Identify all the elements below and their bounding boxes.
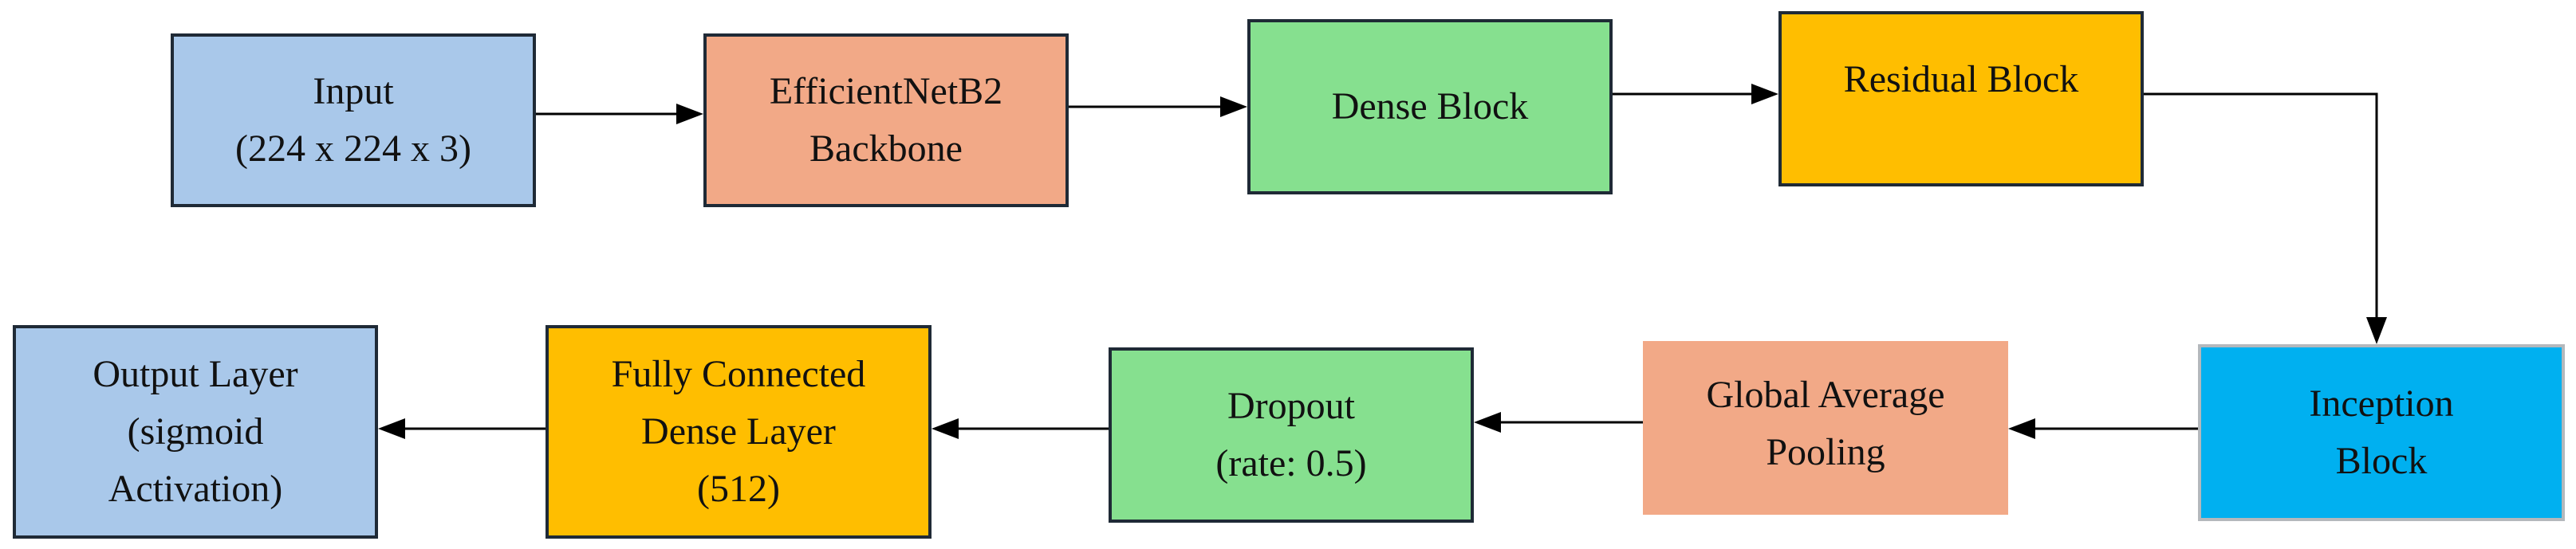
- arrow-inception-to-global-average-pooling: [2008, 418, 2198, 439]
- node-gap-line-1: Global Average: [1706, 374, 1945, 416]
- arrow-fully-connected-to-output: [378, 418, 546, 439]
- node-dropout-line-2: (rate: 0.5): [1215, 442, 1367, 484]
- node-input-line-2: (224 x 224 x 3): [235, 127, 471, 170]
- node-output-line-2: (sigmoid: [127, 410, 264, 453]
- node-output-layer: Output Layer (sigmoid Activation): [13, 325, 378, 539]
- node-global-average-pooling-label: Global Average Pooling: [1707, 367, 1945, 481]
- arrow-dropout-to-fully-connected: [932, 418, 1109, 439]
- arrow-global-average-pooling-to-dropout: [1474, 412, 1643, 433]
- node-inception-line-1: Inception: [2309, 382, 2454, 425]
- node-global-average-pooling: Global Average Pooling: [1643, 341, 2008, 515]
- node-dense-block-label: Dense Block: [1332, 78, 1529, 135]
- node-output-line-1: Output Layer: [93, 353, 298, 395]
- node-residual-line-1: Residual Block: [1843, 58, 2079, 100]
- node-dropout-line-1: Dropout: [1227, 385, 1355, 427]
- node-inception-block-label: Inception Block: [2309, 375, 2453, 490]
- arrow-dense-block-to-residual-block: [1613, 84, 1778, 104]
- node-fully-connected-dense-layer-label: Fully Connected Dense Layer (512): [612, 346, 866, 518]
- node-fully-connected-dense-layer: Fully Connected Dense Layer (512): [546, 325, 932, 539]
- node-residual-block-label: Residual Block: [1844, 51, 2079, 108]
- node-inception-line-2: Block: [2335, 440, 2428, 482]
- node-dense-line-1: Dense Block: [1331, 85, 1529, 127]
- node-fc-line-3: (512): [697, 468, 780, 510]
- node-dropout: Dropout (rate: 0.5): [1109, 347, 1474, 523]
- node-efficientnetb2-backbone-label: EfficientNetB2 Backbone: [770, 63, 1002, 178]
- arrow-backbone-to-dense-block: [1069, 96, 1247, 117]
- node-backbone-line-1: EfficientNetB2: [769, 70, 1003, 112]
- node-dense-block: Dense Block: [1247, 19, 1613, 194]
- node-efficientnetb2-backbone: EfficientNetB2 Backbone: [703, 33, 1069, 207]
- node-output-layer-label: Output Layer (sigmoid Activation): [93, 346, 297, 518]
- node-residual-block: Residual Block: [1778, 11, 2144, 186]
- arrow-residual-block-to-inception-block: [2144, 92, 2387, 344]
- node-fc-line-1: Fully Connected: [611, 353, 866, 395]
- node-fc-line-2: Dense Layer: [641, 410, 836, 453]
- arrow-input-to-backbone: [536, 104, 703, 124]
- node-backbone-line-2: Backbone: [809, 127, 963, 170]
- node-gap-line-2: Pooling: [1766, 431, 1885, 473]
- node-inception-block: Inception Block: [2198, 344, 2565, 521]
- node-output-line-3: Activation): [108, 468, 283, 510]
- node-input-label: Input (224 x 224 x 3): [235, 63, 471, 178]
- node-dropout-label: Dropout (rate: 0.5): [1215, 378, 1366, 492]
- node-input-line-1: Input: [313, 70, 394, 112]
- node-input: Input (224 x 224 x 3): [171, 33, 536, 207]
